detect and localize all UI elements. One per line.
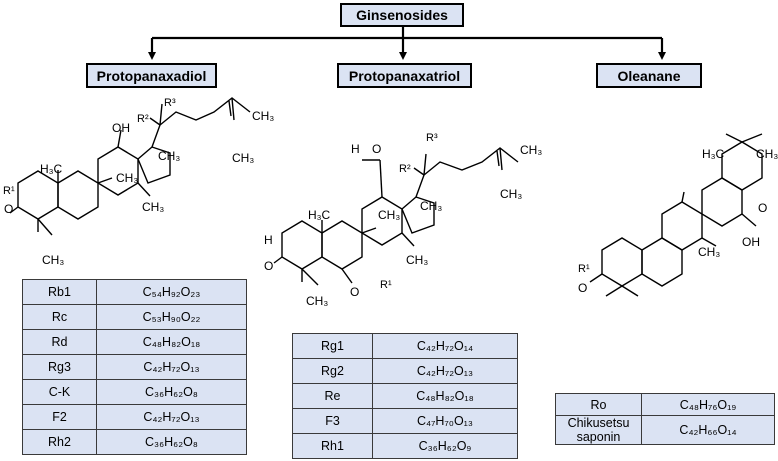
group-label: Protopanaxadiol <box>96 67 207 84</box>
molecular-formula: C₄₂H₇₂O₁₃ <box>96 354 247 380</box>
ch3-label: CH₃ <box>158 149 180 163</box>
r2-label: R² <box>137 113 149 125</box>
ch3-label: CH₃ <box>378 208 400 222</box>
ginsenoside-name: Chikusetsu saponin <box>555 415 642 445</box>
r3-label: R³ <box>426 132 438 144</box>
molecular-formula: C₄₈H₇₆O₁₉ <box>641 393 775 416</box>
h3c-label: H₃C <box>40 162 63 176</box>
molecular-formula: C₄₂H₇₂O₁₃ <box>372 358 518 384</box>
r2-label: R² <box>399 163 411 175</box>
molecular-formula: C₄₂H₇₂O₁₄ <box>372 333 518 359</box>
ginsenoside-name: Rg3 <box>22 354 97 380</box>
ch3-label: CH₃ <box>420 199 442 213</box>
group-oleanane: Oleanane <box>596 63 702 88</box>
o-label: O <box>372 142 381 156</box>
group-label: Protopanaxatriol <box>348 67 461 84</box>
ch3-label: CH₃ <box>116 171 138 185</box>
group-protopanaxatriol: Protopanaxatriol <box>337 63 472 88</box>
ginsenoside-name: Rd <box>22 329 97 355</box>
ginsenoside-name: Re <box>292 383 373 409</box>
oh-label: OH <box>742 235 760 249</box>
ginsenoside-name: F3 <box>292 408 373 434</box>
ch3-label: CH₃ <box>306 294 328 308</box>
ch3-label: CH₃ <box>698 245 720 259</box>
h-label: H <box>264 233 273 247</box>
connector-arrows <box>148 27 666 60</box>
r1-label: R¹ <box>3 185 15 197</box>
ch3-label: CH₃ <box>520 143 542 157</box>
group-protopanaxadiol: Protopanaxadiol <box>86 63 217 88</box>
ginsenoside-name: Rc <box>22 304 97 330</box>
group-label: Oleanane <box>617 67 681 84</box>
molecular-formula: C₃₆H₆₂O₉ <box>372 433 518 459</box>
ginsenoside-name: F2 <box>22 404 97 430</box>
title: Ginsenosides <box>356 7 448 23</box>
r1-label: R¹ <box>578 263 590 275</box>
r3-label: R³ <box>164 97 176 109</box>
o-label: O <box>758 201 767 215</box>
molecular-formula: C₄₂H₇₂O₁₃ <box>96 404 247 430</box>
ch3-label: CH₃ <box>142 200 164 214</box>
o-label: O <box>350 285 359 299</box>
ginsenoside-name: Rg1 <box>292 333 373 359</box>
r1-label: R¹ <box>380 279 392 291</box>
h3c-label: H₃C <box>702 147 725 161</box>
molecular-formula: C₃₆H₆₂O₈ <box>96 379 247 405</box>
ch3-label: CH₃ <box>406 253 428 267</box>
molecular-formula: C₄₈H₈₂O₁₈ <box>96 329 247 355</box>
ginsenoside-name: Ro <box>555 393 642 416</box>
molecular-formula: C₅₄H₉₂O₂₃ <box>96 279 247 305</box>
o-label: O <box>4 202 13 216</box>
title-box: Ginsenosides <box>340 3 464 27</box>
ginsenoside-name: Rg2 <box>292 358 373 384</box>
o-label: O <box>264 259 273 273</box>
molecular-formula: C₄₈H₈₂O₁₈ <box>372 383 518 409</box>
ch3-label: CH₃ <box>42 253 64 267</box>
ch3-label: CH₃ <box>252 109 274 123</box>
molecular-formula: C₅₃H₉₀O₂₂ <box>96 304 247 330</box>
ginsenoside-name: C-K <box>22 379 97 405</box>
ch3-label: CH₃ <box>500 187 522 201</box>
oh-label: OH <box>112 121 130 135</box>
o-label: O <box>578 281 587 295</box>
ginsenoside-name: Rb1 <box>22 279 97 305</box>
molecular-formula: C₄₂H₆₆O₁₄ <box>641 415 775 445</box>
molecular-formula: C₃₆H₆₂O₈ <box>96 429 247 455</box>
ginsenoside-name: Rh2 <box>22 429 97 455</box>
ginsenoside-name: Rh1 <box>292 433 373 459</box>
ch3-label: CH₃ <box>232 151 254 165</box>
ch3-label: CH₃ <box>756 147 778 161</box>
h-label: H <box>351 142 360 156</box>
molecular-formula: C₄₇H₇₀O₁₃ <box>372 408 518 434</box>
h3c-label: H₃C <box>308 208 331 222</box>
